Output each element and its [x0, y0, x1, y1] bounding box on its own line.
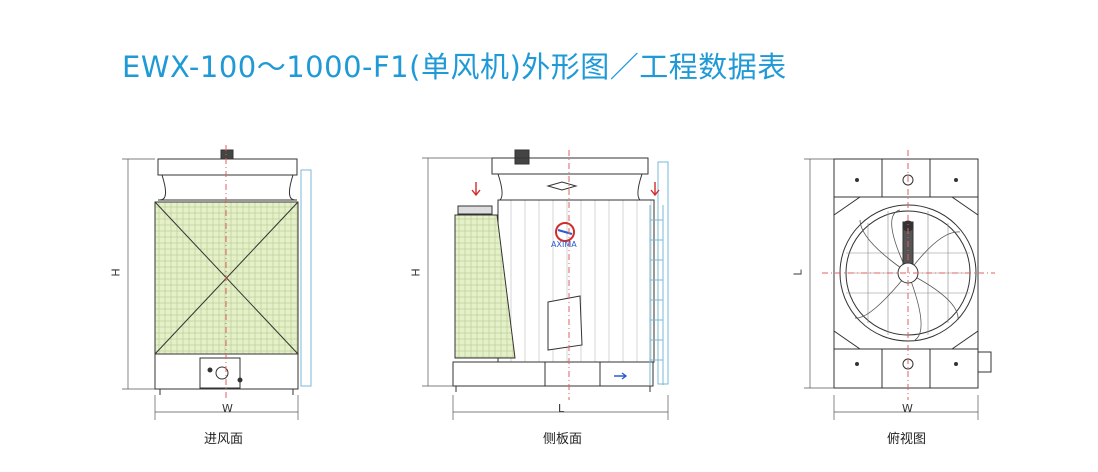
width-label: L [558, 402, 565, 415]
caption-inlet-face: 进风面 [204, 432, 244, 447]
width-label: W [222, 402, 233, 415]
outflow-arrow-icon [614, 372, 628, 380]
motor-icon [220, 149, 234, 160]
caption-side-panel: 侧板面 [543, 432, 583, 447]
caption-top-view: 俯视图 [887, 432, 927, 447]
width-label: W [902, 402, 913, 415]
side-panel-view [422, 149, 669, 420]
height-label: L [791, 269, 805, 276]
inflow-arrow-icon [471, 182, 481, 197]
inflow-arrow-icon [650, 182, 660, 197]
brand-logo-text: AXIMA [551, 240, 577, 249]
top-view [804, 150, 995, 420]
inlet-face-view [122, 145, 312, 420]
motor-icon [514, 149, 530, 165]
page-title: EWX-100～1000-F1(单风机)外形图／工程数据表 [122, 50, 787, 84]
fan-deck [157, 158, 298, 176]
height-label: H [109, 268, 123, 277]
fill-media [454, 214, 516, 359]
height-label: H [409, 268, 423, 277]
